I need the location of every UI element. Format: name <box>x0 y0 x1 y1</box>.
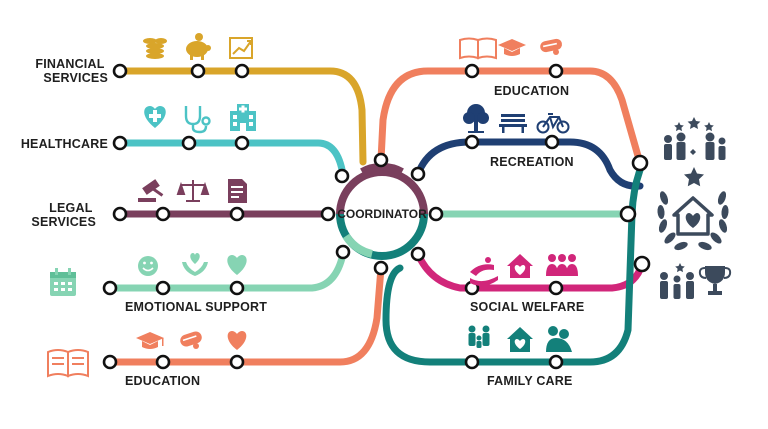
label-legal: LEGAL SERVICES <box>31 201 96 229</box>
coin-stack-icon <box>143 38 167 59</box>
emotional-line <box>106 250 347 292</box>
open-book-icon <box>47 349 89 378</box>
label-education-left: EDUCATION <box>125 374 200 388</box>
hub-label: COORDINATOR <box>337 207 427 221</box>
station-hub-nw[interactable] <box>334 168 350 184</box>
hands-heart-icon <box>182 253 208 276</box>
station-education-right-1[interactable] <box>464 63 480 79</box>
label-emotional: EMOTIONAL SUPPORT <box>125 300 267 314</box>
label-education-right: EDUCATION <box>494 84 569 98</box>
station-right-bottom[interactable] <box>633 255 651 273</box>
hug-icon <box>546 326 572 352</box>
station-legal-hub[interactable] <box>320 206 336 222</box>
home-heart-icon <box>507 254 533 278</box>
financial-line <box>116 67 367 166</box>
station-recreation-1[interactable] <box>464 134 480 150</box>
station-right-top[interactable] <box>631 154 649 172</box>
recreation-line <box>414 138 644 190</box>
station-education-left-3[interactable] <box>229 354 245 370</box>
calendar-icon <box>50 268 76 296</box>
diploma-icon <box>180 331 202 349</box>
label-recreation: RECREATION <box>490 155 574 169</box>
stations <box>102 63 651 370</box>
station-family-1[interactable] <box>464 354 480 370</box>
station-legal-2[interactable] <box>155 206 171 222</box>
graduation-cap-icon <box>136 332 164 349</box>
station-social-2[interactable] <box>548 280 564 296</box>
scales-icon <box>176 180 210 202</box>
station-hub-ne[interactable] <box>410 166 426 182</box>
healthcare-line <box>116 139 347 179</box>
family-trophy-icon <box>660 263 732 299</box>
line-labels: FINANCIAL SERVICES HEALTHCARE LEGAL SERV… <box>21 57 584 388</box>
station-emotional-3[interactable] <box>229 280 245 296</box>
open-book-icon <box>459 37 497 60</box>
station-hub-e[interactable] <box>428 206 444 222</box>
station-hub-s[interactable] <box>373 260 389 276</box>
station-family-2[interactable] <box>548 354 564 370</box>
family-stars-icon <box>664 117 726 160</box>
label-family: FAMILY CARE <box>487 374 573 388</box>
station-right-mid[interactable] <box>619 205 637 223</box>
label-healthcare: HEALTHCARE <box>21 137 108 151</box>
heart-icon <box>227 255 247 275</box>
station-emotional-2[interactable] <box>155 280 171 296</box>
helping-hands-icon <box>470 257 498 286</box>
gavel-icon <box>138 179 164 202</box>
education-left-line <box>106 264 385 366</box>
legal-document-icon <box>228 179 247 203</box>
education-right-line <box>377 67 644 167</box>
station-education-left-2[interactable] <box>155 354 171 370</box>
station-legal-1[interactable] <box>112 206 128 222</box>
growth-chart-icon <box>229 37 253 59</box>
laurel-wreath-home-icon <box>657 167 729 251</box>
family-care-line <box>382 166 644 366</box>
station-hub-sw[interactable] <box>335 244 351 260</box>
hospital-icon <box>230 104 256 131</box>
piggy-bank-icon <box>186 33 211 60</box>
heart-icon <box>227 331 247 350</box>
label-social: SOCIAL WELFARE <box>470 300 584 314</box>
diploma-icon <box>540 38 562 55</box>
metro-lines <box>106 67 646 366</box>
tree-icon <box>463 104 489 133</box>
social-welfare-line <box>414 250 646 292</box>
family-icon <box>468 325 490 348</box>
station-healthcare-1[interactable] <box>112 135 128 151</box>
stethoscope-icon <box>184 106 211 134</box>
station-emotional-1[interactable] <box>102 280 118 296</box>
station-healthcare-3[interactable] <box>234 135 250 151</box>
label-financial: FINANCIAL SERVICES <box>35 57 108 85</box>
station-financial-1[interactable] <box>112 63 128 79</box>
community-icon <box>546 254 578 276</box>
coordinator-hub[interactable]: COORDINATOR <box>336 162 428 260</box>
station-recreation-2[interactable] <box>544 134 560 150</box>
station-hub-se[interactable] <box>410 246 426 262</box>
smiley-icon <box>138 256 158 276</box>
station-healthcare-2[interactable] <box>181 135 197 151</box>
graduation-cap-icon <box>498 39 526 56</box>
station-financial-2[interactable] <box>190 63 206 79</box>
home-heart-icon <box>507 327 533 352</box>
park-bench-icon <box>499 114 527 133</box>
heart-cross-icon <box>144 106 166 128</box>
bicycle-icon <box>536 113 570 134</box>
station-hub-n[interactable] <box>373 152 389 168</box>
station-education-right-2[interactable] <box>548 63 564 79</box>
station-financial-3[interactable] <box>234 63 250 79</box>
station-education-left-1[interactable] <box>102 354 118 370</box>
station-legal-3[interactable] <box>229 206 245 222</box>
